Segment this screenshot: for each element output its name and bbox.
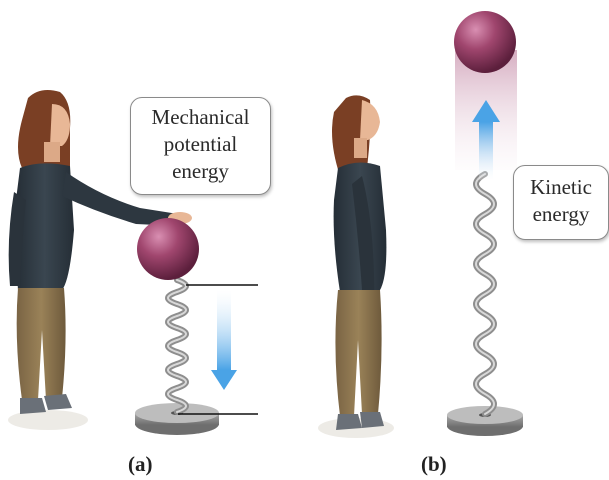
panel-a-label: (a): [128, 452, 153, 477]
panel-a-spring: [135, 280, 219, 435]
panel-b-spring: [447, 174, 523, 436]
panel-a-ball: [137, 218, 199, 280]
kinetic-energy-callout: Kinetic energy: [513, 165, 609, 240]
panel-b-woman: [318, 95, 394, 438]
downward-arrow-icon: [211, 290, 237, 390]
callout-a-line-3: energy: [131, 158, 270, 185]
mechanical-potential-energy-callout: Mechanical potential energy: [130, 97, 271, 195]
panel-b-ball: [454, 11, 516, 73]
callout-a-line-1: Mechanical: [131, 104, 270, 131]
callout-b-line-2: energy: [514, 201, 608, 228]
callout-b-line-1: Kinetic: [514, 174, 608, 201]
callout-a-line-2: potential: [131, 131, 270, 158]
panel-b-label: (b): [421, 452, 447, 477]
